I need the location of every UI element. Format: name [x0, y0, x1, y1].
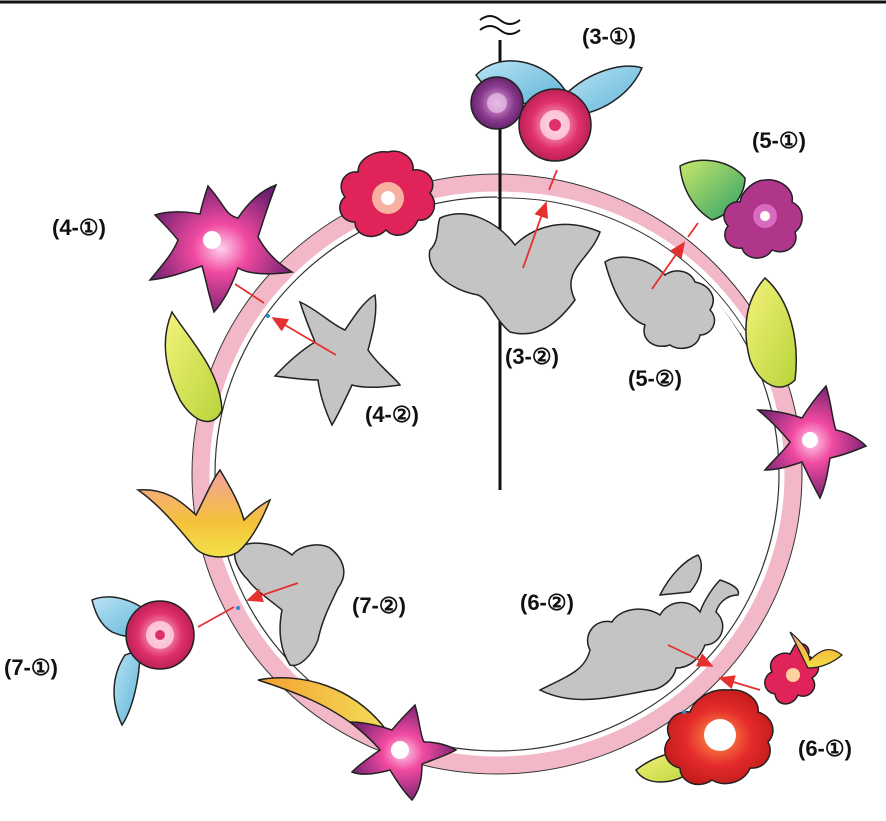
flower-top	[339, 150, 436, 238]
shape-5-2	[604, 256, 716, 350]
label-7-1: (7-①)	[4, 655, 58, 680]
label-6-2: (6-②)	[520, 590, 574, 615]
shape-4-2	[273, 293, 402, 427]
attach-dot	[236, 606, 240, 610]
arrows	[197, 169, 761, 691]
tulip-left	[135, 468, 272, 558]
star-flower-right	[755, 384, 868, 500]
label-3-2: (3-②)	[505, 344, 559, 369]
label-4-2: (4-②)	[365, 402, 419, 427]
attach-dot	[682, 710, 686, 714]
leaf-left	[164, 310, 223, 423]
piece-7-1	[91, 596, 195, 727]
label-5-1: (5-①)	[752, 128, 806, 153]
leaf-right	[745, 276, 797, 388]
shape-6-2	[538, 554, 740, 701]
label-7-2: (7-②)	[352, 593, 406, 618]
wreath-ring	[191, 173, 803, 775]
piece-3-1	[470, 60, 644, 162]
piece-4-1	[148, 183, 295, 314]
piece-5-1	[679, 159, 803, 259]
attach-dot	[266, 314, 270, 318]
label-4-1: (4-①)	[52, 215, 106, 240]
label-5-2: (5-②)	[628, 366, 682, 391]
piece-6-1	[635, 631, 843, 786]
label-3-1: (3-①)	[582, 24, 636, 49]
shape-3-2	[428, 213, 601, 335]
label-6-1: (6-①)	[798, 736, 852, 761]
star-flower-bottom	[347, 703, 458, 802]
